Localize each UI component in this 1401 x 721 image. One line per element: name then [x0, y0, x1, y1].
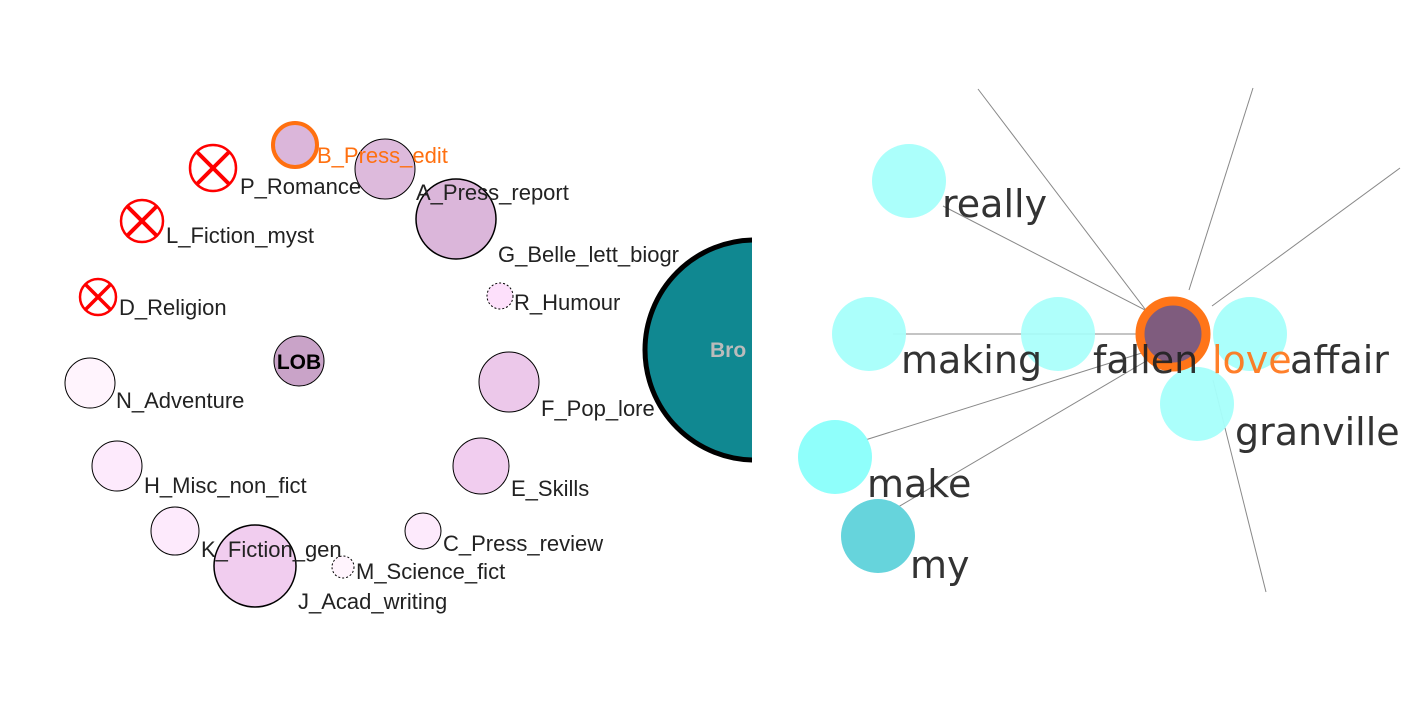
excluded-x-icon[interactable] [188, 143, 238, 193]
node-h-misc-non-fict[interactable] [91, 440, 143, 492]
node-g-belle-lett-biogr[interactable] [415, 178, 497, 260]
label-e-skills: E_Skills [511, 476, 589, 501]
label-k-fiction-gen: K_Fiction_gen [201, 537, 342, 562]
word-really: really [942, 182, 1047, 226]
node-really[interactable] [872, 144, 946, 218]
word-love: love [1212, 338, 1292, 382]
node-lob[interactable] [273, 335, 325, 387]
node-f-pop-lore[interactable] [478, 351, 540, 413]
node-love-focus[interactable] [1135, 296, 1211, 372]
node-r-humour[interactable] [486, 282, 514, 310]
node-c-press-review[interactable] [404, 512, 442, 550]
label-n-adventure: N_Adventure [116, 388, 244, 413]
node-j-acad-writing[interactable] [213, 524, 297, 608]
label-h-misc-non-fict: H_Misc_non_fict [144, 473, 307, 498]
label-g-belle-lett-biogr: G_Belle_lett_biogr [498, 242, 679, 267]
genre-graph-panel: B_Press_edit A_Press_report P_Romance L_… [64, 121, 865, 614]
node-e-skills[interactable] [452, 437, 510, 495]
node-n-adventure[interactable] [64, 357, 116, 409]
node-fallen[interactable] [1021, 297, 1095, 371]
label-p-romance: P_Romance [240, 174, 361, 199]
word-affair: affair [1290, 338, 1389, 382]
node-affair[interactable] [1213, 297, 1287, 371]
node-k-fiction-gen[interactable] [150, 506, 200, 556]
word-making: making [901, 338, 1042, 382]
excluded-x-icon[interactable] [78, 277, 118, 317]
word-fallen: fallen [1093, 338, 1198, 382]
label-a-press-report: A_Press_report [416, 180, 569, 205]
node-make[interactable] [798, 420, 872, 494]
node-a-press-report[interactable] [354, 138, 416, 200]
word-granville: granville [1235, 410, 1400, 454]
node-granville[interactable] [1160, 367, 1234, 441]
node-making[interactable] [832, 297, 906, 371]
node-b-press-edit[interactable] [271, 121, 319, 169]
label-m-science-fict: M_Science_fict [356, 559, 505, 584]
word-my: my [910, 543, 970, 587]
node-large-corpus[interactable] [642, 237, 865, 463]
label-lob: LOB [277, 351, 321, 374]
label-f-pop-lore: F_Pop_lore [541, 396, 655, 421]
label-j-acad-writing: J_Acad_writing [298, 589, 447, 614]
label-c-press-review: C_Press_review [443, 531, 603, 556]
excluded-x-icon[interactable] [119, 198, 165, 244]
label-b-press-edit: B_Press_edit [317, 143, 448, 168]
word-make: make [867, 462, 971, 506]
word-graph-panel: really making fallen love affair granvil… [798, 87, 1401, 593]
label-large-corpus: Bro [710, 339, 746, 362]
label-r-humour: R_Humour [514, 290, 620, 315]
node-my[interactable] [841, 499, 915, 573]
node-m-science-fict[interactable] [331, 555, 355, 579]
label-d-religion: D_Religion [119, 295, 227, 320]
label-l-fiction-myst: L_Fiction_myst [166, 223, 314, 248]
